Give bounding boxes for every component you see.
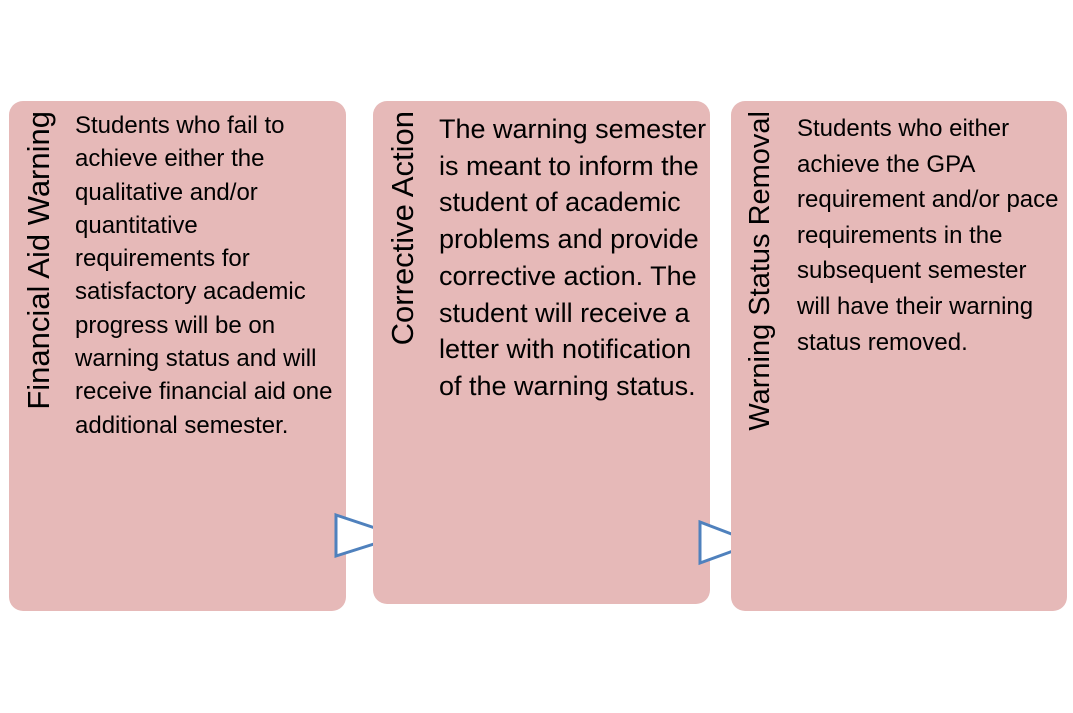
step-description: The warning semester is meant to inform … — [439, 114, 707, 401]
step-title-wrapper: Corrective Action — [373, 111, 431, 345]
flow-arrow-icon — [698, 519, 760, 566]
step-title-wrapper: Warning Status Removal — [731, 111, 789, 431]
step-card-warning-status-removal: Warning Status Removal Students who eith… — [731, 101, 1067, 611]
step-card-financial-aid-warning: Financial Aid Warning Students who fail … — [9, 101, 346, 611]
step-description: Students who fail to achieve either the … — [75, 112, 333, 439]
step-title-wrapper: Financial Aid Warning — [9, 111, 67, 410]
step-card-corrective-action: Corrective Action The warning semester i… — [373, 101, 710, 604]
step-title: Corrective Action — [384, 111, 420, 346]
step-title: Warning Status Removal — [743, 111, 776, 431]
flow-arrow-icon — [334, 512, 404, 559]
step-description: Students who either achieve the GPA requ… — [797, 115, 1059, 356]
step-title: Financial Aid Warning — [20, 111, 56, 410]
